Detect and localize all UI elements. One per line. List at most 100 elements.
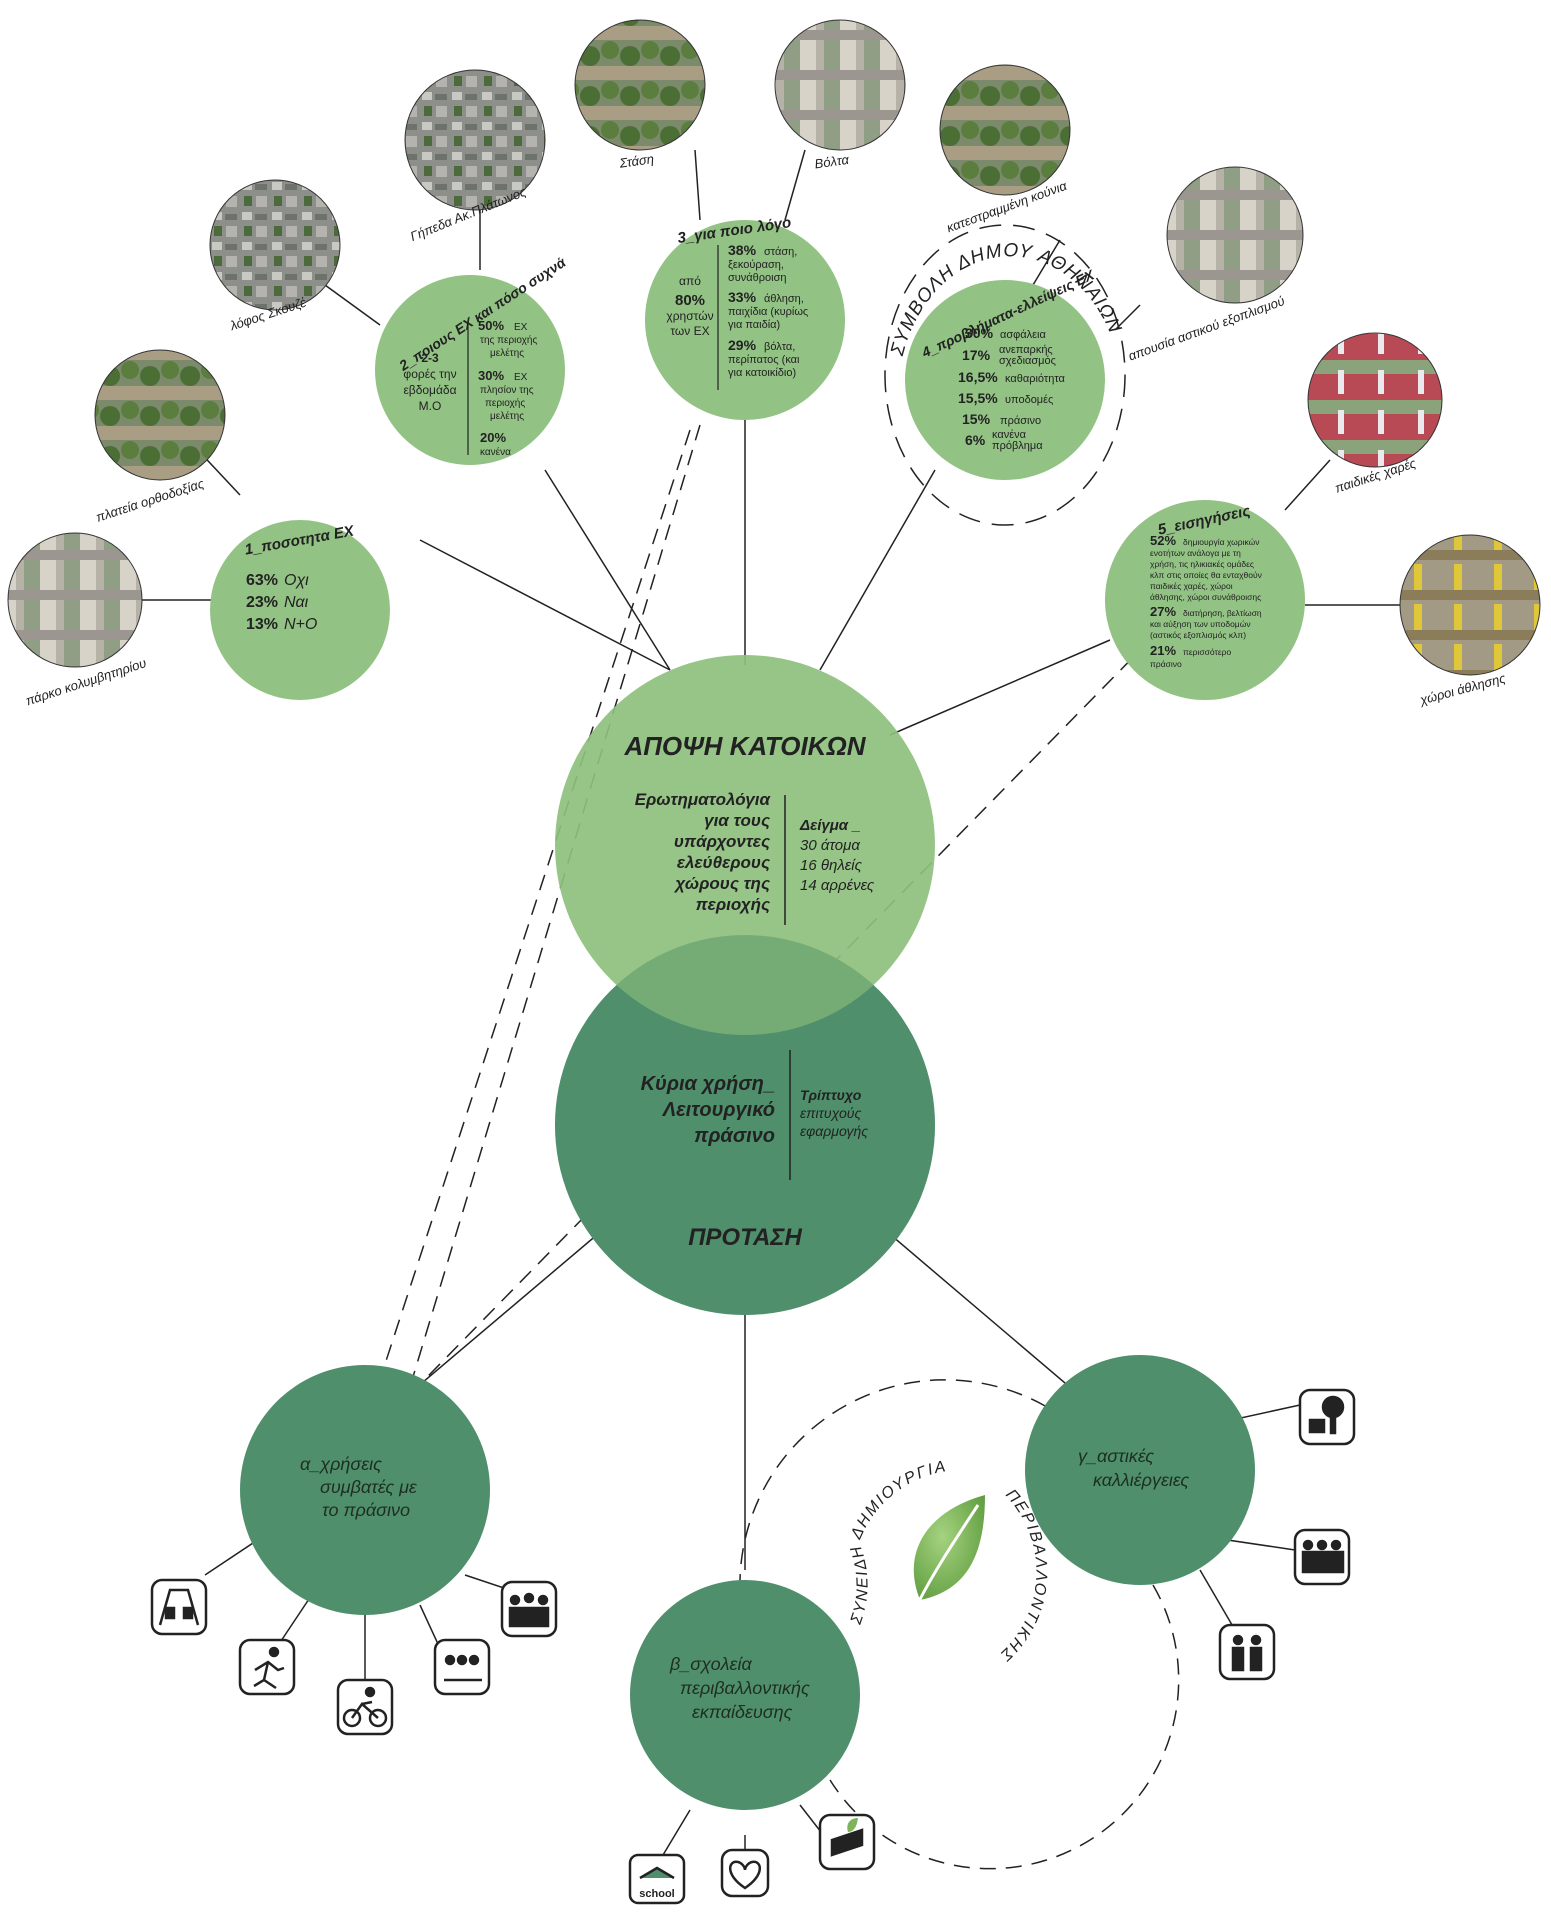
q2-line: περιοχής bbox=[485, 397, 525, 409]
q2-left-line: φορές την bbox=[403, 367, 456, 381]
q2-line: ΕΧ bbox=[514, 372, 528, 383]
q3-left-line: των ΕΧ bbox=[670, 324, 709, 338]
q2-line: κανένα bbox=[480, 446, 511, 458]
school-icon: school bbox=[628, 1853, 686, 1905]
q3-pct: 38% bbox=[728, 242, 757, 258]
q4-line: κανένα bbox=[992, 429, 1027, 441]
q4-line: ανεπαρκής bbox=[999, 344, 1053, 356]
sample-line: 16 θηλείς bbox=[800, 857, 863, 874]
photo-park-kolymvitiriou bbox=[7, 532, 143, 668]
center-circle bbox=[555, 655, 935, 1035]
q3-left-line: χρηστών bbox=[666, 309, 713, 323]
q3-line: περίπατος (και bbox=[728, 354, 800, 366]
q4-line: υποδομές bbox=[1005, 394, 1053, 406]
branch-a-content: α_χρήσεις συμβατές με το πράσινο bbox=[300, 1454, 418, 1520]
branch-a-line: το πράσινο bbox=[322, 1500, 410, 1520]
q3-pct: 29% bbox=[728, 337, 757, 353]
runner-icon bbox=[238, 1638, 296, 1696]
proposal-right-line: επιτυχούς bbox=[800, 1105, 861, 1121]
q5-line: κλπ στις οποίες θα ενταχθούν bbox=[1150, 570, 1262, 580]
proposal-line: Κύρια χρήση_ bbox=[641, 1073, 775, 1095]
photo-kounia bbox=[939, 64, 1071, 196]
photo-label: Βόλτα bbox=[814, 152, 851, 172]
q1-pct: 13% bbox=[246, 616, 278, 633]
center-line: ελεύθερους bbox=[677, 853, 770, 872]
q3-line: για κατοικίδιο) bbox=[728, 367, 796, 379]
q1-text: Ναι bbox=[284, 594, 309, 611]
q5-circle bbox=[1105, 500, 1305, 700]
sample-title: Δείγμα _ bbox=[799, 817, 861, 834]
center-line: για τους bbox=[704, 811, 770, 830]
q3-line: για παιδία) bbox=[728, 319, 780, 331]
q5-line: παιδικές χαρές, χώροι bbox=[1150, 581, 1233, 591]
q5-pct: 27% bbox=[1150, 604, 1176, 619]
q3-line: βόλτα, bbox=[764, 341, 795, 353]
photo-stasi bbox=[574, 19, 706, 151]
branch-b-line: εκπαίδευσης bbox=[692, 1702, 793, 1722]
q4-circle bbox=[905, 280, 1105, 480]
icon-group: school bbox=[150, 1388, 1356, 1905]
proposal-right-line: Τρίπτυχο bbox=[800, 1087, 862, 1103]
heart-leaf-icon bbox=[720, 1848, 770, 1898]
crowd-icon bbox=[500, 1580, 558, 1638]
center-line: χώρους της bbox=[673, 874, 770, 893]
branch-c-line: καλλιέργειες bbox=[1093, 1470, 1189, 1490]
branch-b-circle bbox=[630, 1580, 860, 1810]
photo-gipeda bbox=[404, 69, 546, 211]
q3-line: ξεκούραση, bbox=[728, 259, 784, 271]
q4-pct: 6% bbox=[965, 432, 986, 448]
q2-left-line: Μ.Ο bbox=[419, 399, 442, 413]
branch-c-content: γ_αστικές καλλιέργειες bbox=[1078, 1446, 1189, 1490]
family-icon bbox=[1218, 1623, 1276, 1681]
q3-circle bbox=[645, 220, 845, 420]
q5-line: διατήρηση, βελτίωση bbox=[1183, 608, 1262, 618]
sample-line: 14 αρρένες bbox=[800, 877, 875, 894]
q3-pct: 33% bbox=[728, 289, 757, 305]
photo-volta bbox=[774, 19, 906, 151]
branch-a-line: α_χρήσεις bbox=[300, 1454, 382, 1474]
q3-line: παιχίδια (κυρίως bbox=[728, 306, 808, 318]
photo-label: Στάση bbox=[618, 151, 655, 171]
q2-line: ΕΧ bbox=[514, 322, 528, 333]
branch-c-circle bbox=[1025, 1355, 1255, 1585]
q3-line: συνάθροιση bbox=[728, 272, 787, 284]
q2-pct: 30% bbox=[478, 368, 504, 383]
q5-line: ενοτήτων ανάλογα με τη bbox=[1150, 548, 1241, 558]
q4-dashed-ring bbox=[884, 224, 1126, 526]
photo-circles bbox=[7, 19, 1541, 676]
q4-line: καθαριότητα bbox=[1005, 373, 1066, 385]
branch-b-line: περιβαλλοντικής bbox=[680, 1678, 810, 1698]
proposal-line: Λειτουργικό bbox=[662, 1099, 775, 1121]
q3-left-line: από bbox=[679, 274, 701, 288]
q1-text: Ν+Ο bbox=[284, 616, 317, 633]
branch-b-line: β_σχολεία bbox=[669, 1654, 752, 1674]
swing-icon bbox=[150, 1578, 208, 1636]
center-line: Ερωτηματολόγια bbox=[635, 790, 772, 809]
q5-line: και αύξηση των υποδομών bbox=[1150, 619, 1251, 629]
q1-text: Οχι bbox=[284, 572, 309, 589]
tree-lock-icon bbox=[1298, 1388, 1356, 1446]
proposal-content: Κύρια χρήση_ Λειτουργικό πράσινο Τρίπτυχ… bbox=[641, 1050, 868, 1251]
photo-paidikes-xares bbox=[1307, 332, 1443, 468]
q3-left-line: 80% bbox=[675, 292, 705, 309]
q4-pct: 30% bbox=[965, 325, 994, 341]
center-line: περιοχής bbox=[696, 895, 770, 914]
q4-line: σχεδιασμός bbox=[999, 355, 1056, 367]
proposal-title: ΠΡΟΤΑΣΗ bbox=[688, 1224, 802, 1251]
q5-line: πράσινο bbox=[1150, 659, 1182, 669]
q2-circle bbox=[375, 275, 565, 465]
q2-line: πλησίον της bbox=[480, 384, 534, 396]
photo-label: χώροι άθλησης bbox=[1417, 670, 1507, 708]
branch-a-circle bbox=[240, 1365, 490, 1615]
school-icon-label: school bbox=[639, 1888, 674, 1900]
q5-pct: 21% bbox=[1150, 643, 1176, 658]
q2-pct: 50% bbox=[478, 318, 504, 333]
q4-line: πρόβλημα bbox=[992, 440, 1043, 452]
photo-apousia bbox=[1166, 166, 1304, 304]
q5-line: (αστικός εξοπλισμός κλπ) bbox=[1150, 630, 1246, 640]
q5-line: χρήση, τις ηλικιακές ομάδες bbox=[1150, 559, 1254, 569]
q2-left-head: 2-3 bbox=[421, 351, 439, 365]
proposal-right-line: εφαρμογής bbox=[800, 1123, 868, 1139]
